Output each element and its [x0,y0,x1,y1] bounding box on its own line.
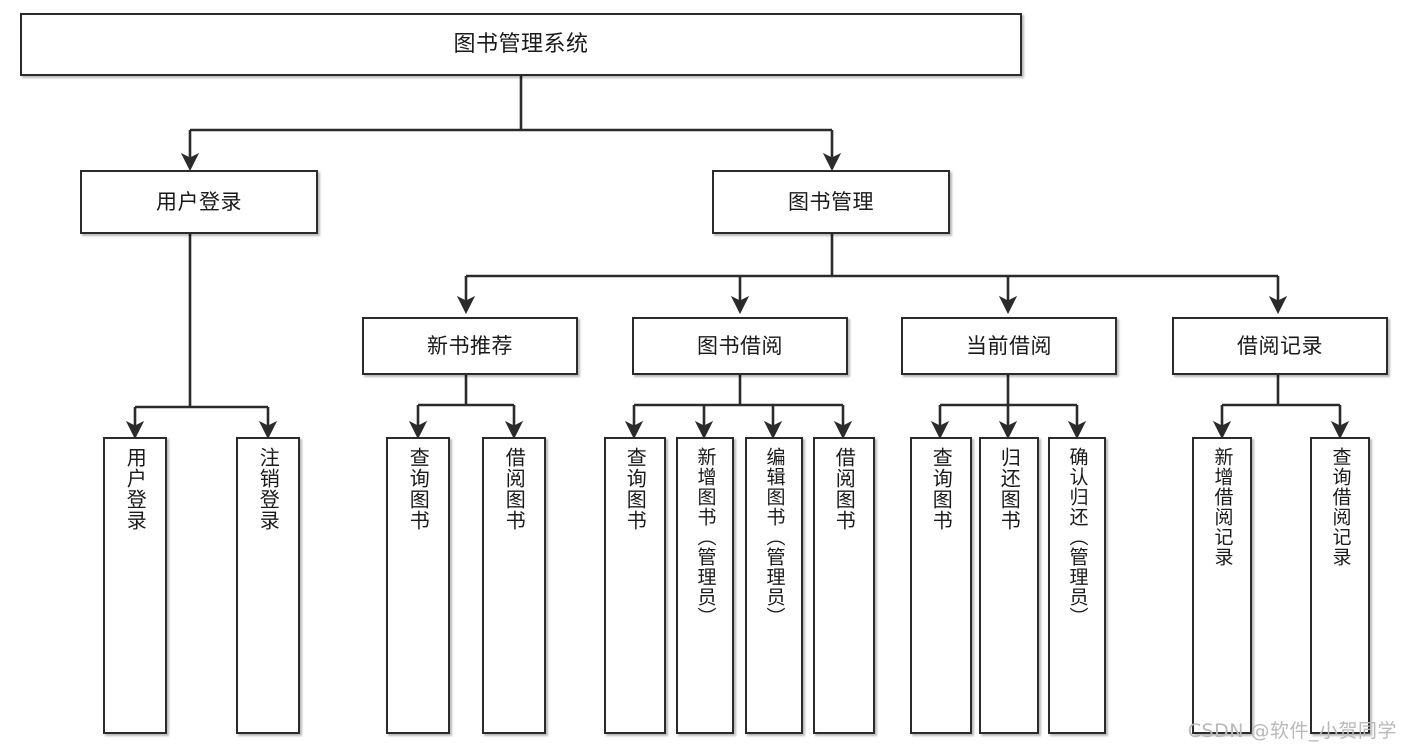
node-leaf-return-book[interactable]: 归还图书 [979,437,1039,734]
node-leaf-borrow-book-1[interactable]: 借阅图书 [482,437,546,734]
node-current-borrow-label: 当前借阅 [966,333,1052,358]
node-book-manage[interactable]: 图书管理 [712,170,950,234]
node-leaf-return-book-label: 归还图书 [997,447,1022,531]
node-leaf-borrow-book-2[interactable]: 借阅图书 [813,437,875,734]
node-leaf-add-book-label: 新增图书（管理员） [694,447,717,627]
node-leaf-add-record[interactable]: 新增借阅记录 [1192,437,1252,734]
node-user-login[interactable]: 用户登录 [80,170,318,234]
node-book-borrow-label: 图书借阅 [697,333,783,358]
node-leaf-confirm-return-label: 确认归还（管理员） [1066,447,1089,627]
node-leaf-edit-book[interactable]: 编辑图书（管理员） [745,437,803,734]
node-current-borrow[interactable]: 当前借阅 [901,317,1117,375]
node-book-manage-label: 图书管理 [788,189,874,214]
node-leaf-borrow-book-1-label: 借阅图书 [502,447,527,531]
node-new-book-rec-label: 新书推荐 [427,333,513,358]
node-borrow-record-label: 借阅记录 [1237,333,1323,358]
node-leaf-query-book-1[interactable]: 查询图书 [386,437,450,734]
node-new-book-rec[interactable]: 新书推荐 [362,317,578,375]
node-leaf-add-record-label: 新增借阅记录 [1211,447,1234,567]
node-leaf-query-record-label: 查询借阅记录 [1329,447,1352,567]
node-borrow-record[interactable]: 借阅记录 [1172,317,1388,375]
node-leaf-query-book-3[interactable]: 查询图书 [910,437,972,734]
node-leaf-edit-book-label: 编辑图书（管理员） [763,447,786,627]
watermark-text: CSDN @软件_小贺同学 [1187,720,1397,742]
node-leaf-logout-label: 注销登录 [256,447,281,531]
node-leaf-query-book-2-label: 查询图书 [623,447,648,531]
node-leaf-user-login-label: 用户登录 [123,447,148,531]
node-leaf-borrow-book-2-label: 借阅图书 [832,447,857,531]
node-leaf-query-book-3-label: 查询图书 [929,447,954,531]
node-root[interactable]: 图书管理系统 [20,13,1022,76]
node-user-login-label: 用户登录 [156,189,242,214]
node-leaf-user-login[interactable]: 用户登录 [103,437,167,734]
node-book-borrow[interactable]: 图书借阅 [632,317,848,375]
node-root-label: 图书管理系统 [453,31,589,57]
node-leaf-query-book-2[interactable]: 查询图书 [604,437,666,734]
node-leaf-confirm-return[interactable]: 确认归还（管理员） [1048,437,1106,734]
node-leaf-query-book-1-label: 查询图书 [406,447,431,531]
node-leaf-query-record[interactable]: 查询借阅记录 [1310,437,1370,734]
node-leaf-logout[interactable]: 注销登录 [236,437,300,734]
node-leaf-add-book[interactable]: 新增图书（管理员） [676,437,734,734]
